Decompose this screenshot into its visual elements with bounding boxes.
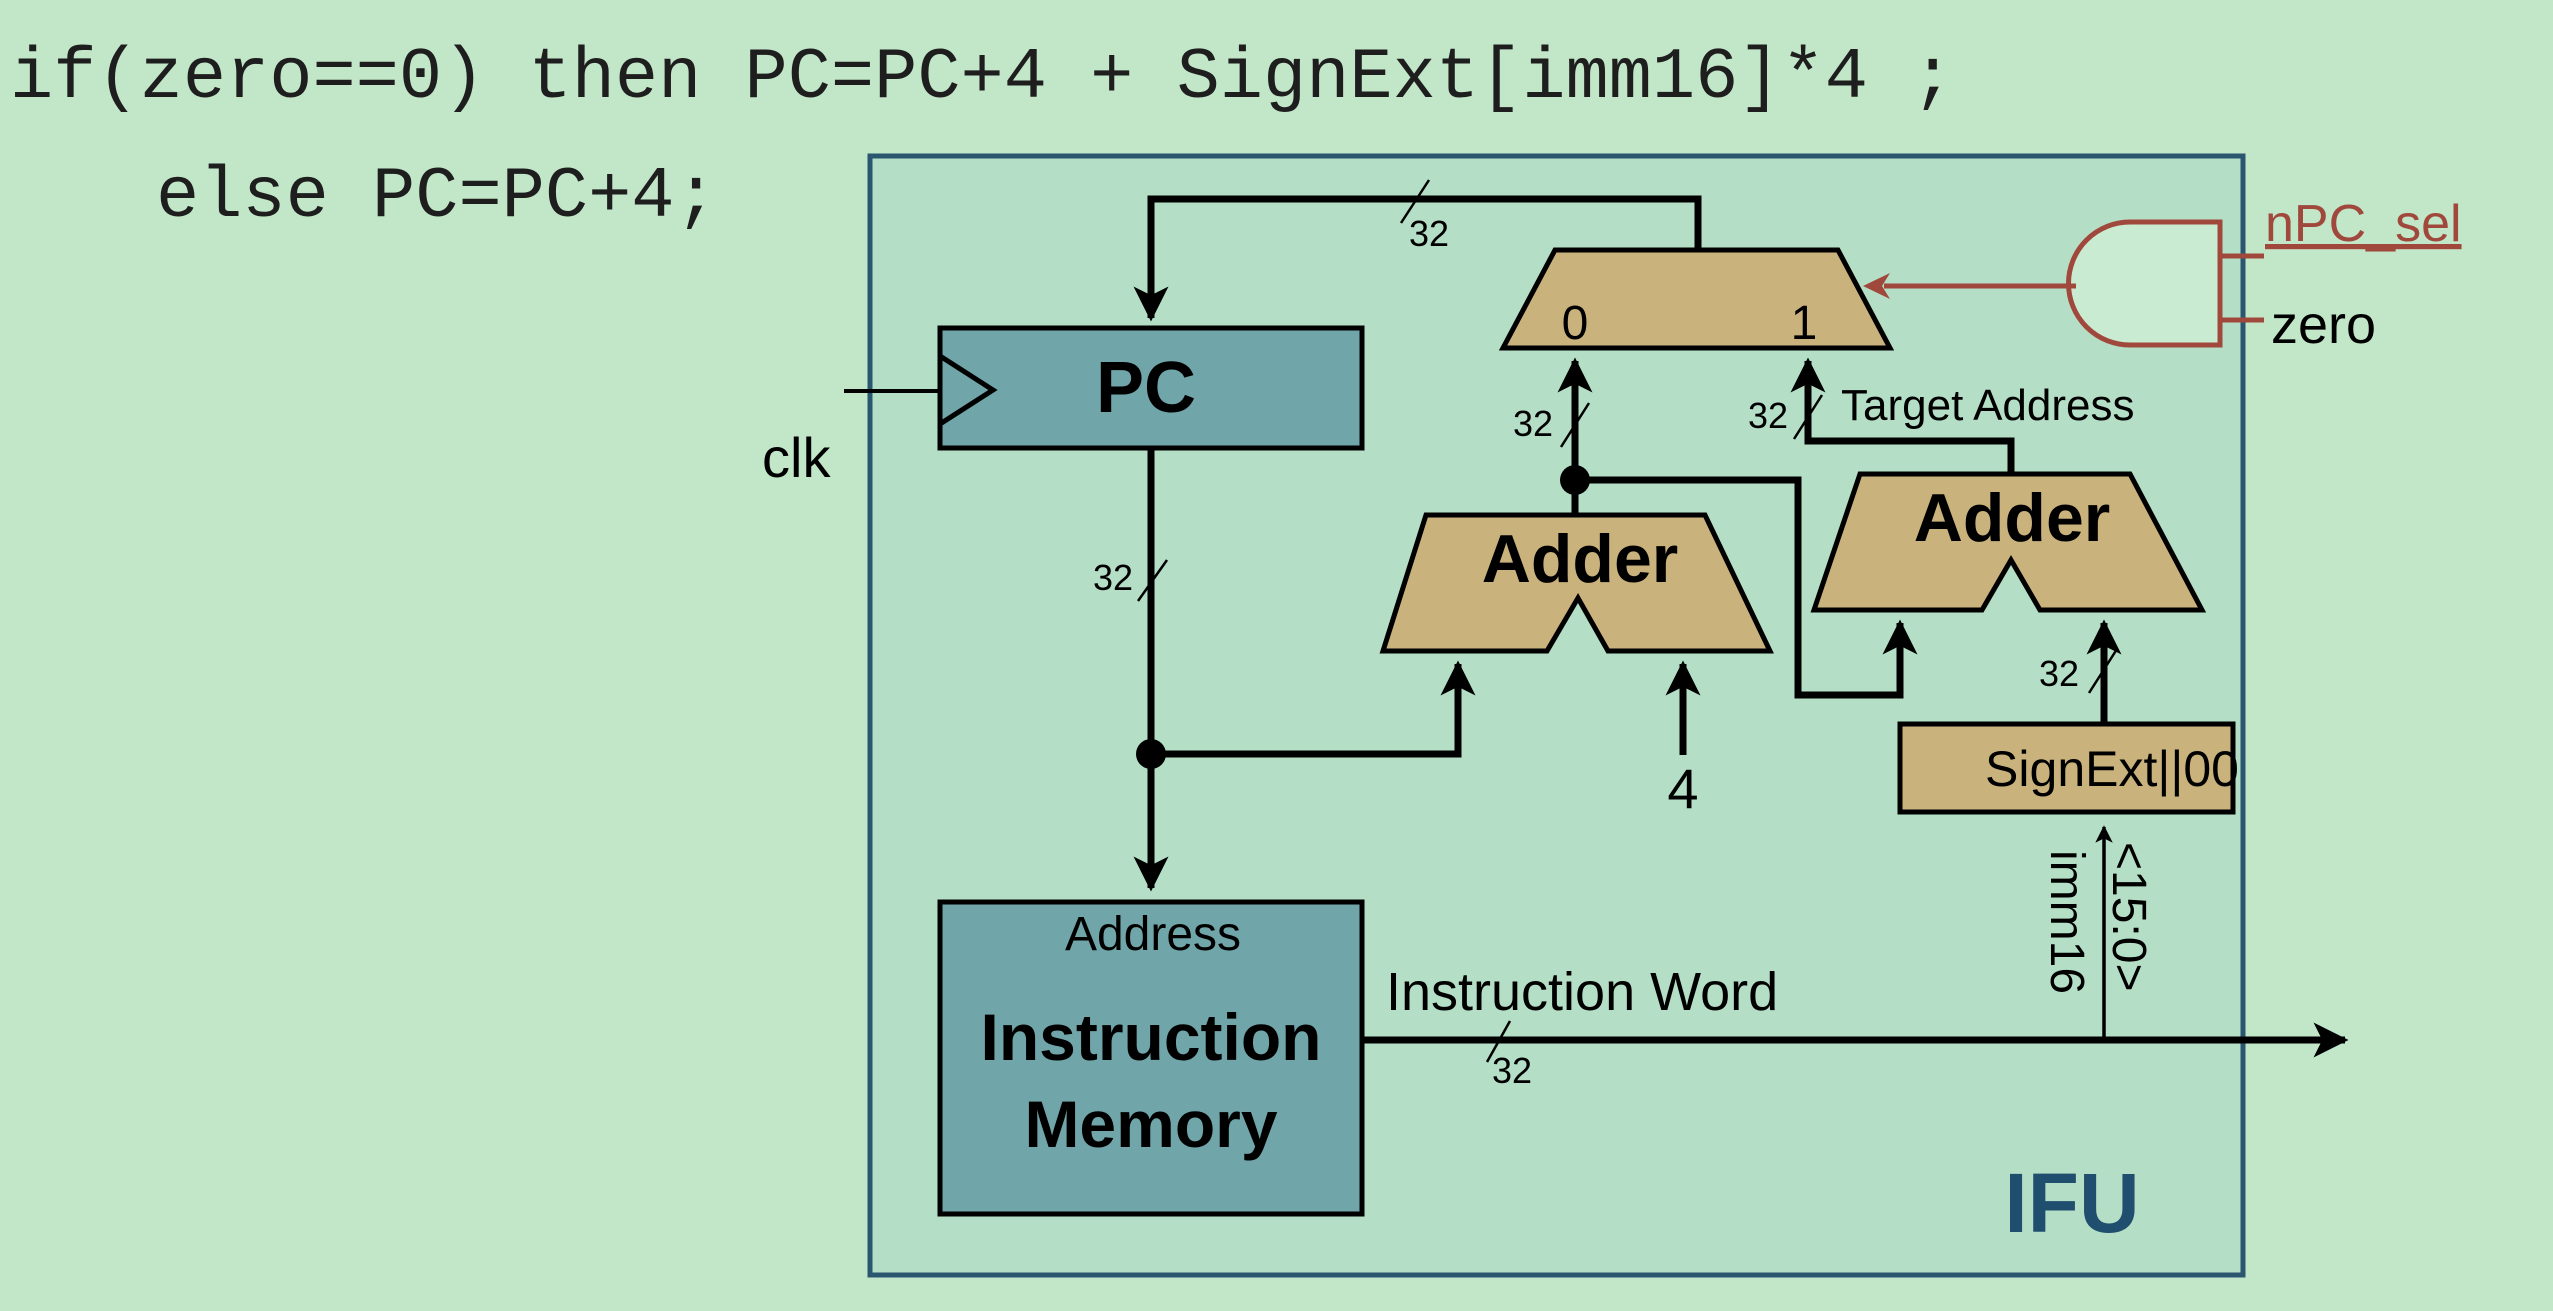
instruction-bus-width: 32: [1492, 1050, 1532, 1091]
target-bus-width: 32: [1748, 395, 1788, 436]
pc-label: PC: [1096, 348, 1196, 428]
npc-sel-label: nPC_sel: [2265, 195, 2462, 253]
adder-1: [1379, 512, 1774, 654]
pcplus4-to-adder2-wire: [1575, 476, 1918, 699]
feedback-bus-width: 32: [1409, 213, 1449, 254]
target-bus-tick: [1792, 394, 1824, 440]
instruction-word-label: Instruction Word: [1386, 962, 1778, 1022]
imm-bits-label: <15:0>: [2102, 842, 2155, 991]
clk-label: clk: [762, 426, 831, 489]
memory-label-line2: Memory: [1024, 1087, 1277, 1161]
feedback-wire: [1133, 195, 1702, 322]
mux-input-1-label: 1: [1791, 297, 1818, 350]
clock-triangle-icon: [938, 353, 998, 427]
adder1-bus-width: 32: [1513, 403, 1553, 444]
adder-1-label: Adder: [1482, 521, 1678, 597]
target-address-label: Target Address: [1841, 381, 2135, 430]
and-gate-arrowhead-icon: [1863, 273, 1890, 299]
adder-2-label: Adder: [1914, 480, 2110, 556]
next-pc-mux: [1498, 247, 1895, 351]
pc-bus-width: 32: [1093, 557, 1133, 598]
constant-four-label: 4: [1667, 757, 1698, 820]
pc-to-adder1-wire: [1151, 660, 1476, 758]
adder1-bus-tick: [1559, 402, 1591, 448]
pc-register: [937, 325, 1365, 451]
instruction-memory: [937, 899, 1365, 1217]
memory-address-label: Address: [1065, 908, 1241, 961]
adder2-to-mux-wire: [1790, 357, 2015, 474]
feedback-bus-tick: [1399, 179, 1431, 224]
imm16-label: imm16: [2040, 850, 2093, 994]
and-gate: [2066, 219, 2223, 348]
signext-bus-width: 32: [2039, 653, 2079, 694]
zero-label: zero: [2271, 295, 2376, 355]
signext-bus-tick: [2087, 648, 2119, 694]
code-line-1: if(zero==0) then PC=PC+4 + SignExt[imm16…: [10, 37, 1954, 119]
signext-block: [1897, 721, 2236, 815]
memory-label-line1: Instruction: [981, 1000, 1322, 1074]
code-line-2: else PC=PC+4;: [156, 156, 718, 238]
ifu-label: IFU: [2004, 1156, 2139, 1250]
signext-label: SignExt||00: [1985, 741, 2239, 797]
adder-2: [1810, 471, 2207, 613]
instruction-bus-tick: [1485, 1020, 1512, 1063]
pc-bus-tick: [1136, 559, 1169, 602]
mux-input-0-label: 0: [1562, 297, 1589, 350]
